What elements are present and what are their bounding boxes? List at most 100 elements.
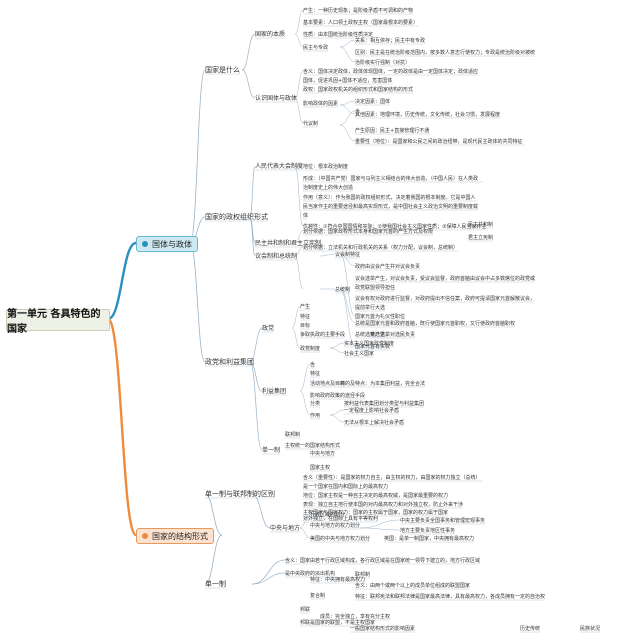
leaf-node-label[interactable]: 政权：国家政权机关的组织形式和国家结构的形式: [303, 86, 413, 93]
root-node[interactable]: 第一单元 各具特色的国家: [6, 309, 110, 335]
leaf-node-label[interactable]: 社会主义国家: [344, 350, 374, 357]
leaf-node-label[interactable]: 目的及特点：为本集团利益，完全合法: [340, 380, 425, 387]
leaf-node-label[interactable]: 无法从根本上解决社会矛盾: [344, 419, 404, 426]
leaf-node-label[interactable]: 国体，促进巩固+国体不适应，危害国体: [303, 77, 392, 84]
leaf-node-label[interactable]: 民主共和制: [468, 221, 493, 228]
leaf-node-label[interactable]: 影响政府政策的途径手段: [310, 392, 365, 399]
leaf-node-label[interactable]: 产生: [300, 303, 310, 310]
leaf-node-label[interactable]: 按利益代表集团划分类型与利益集团: [344, 400, 424, 407]
leaf-node-label[interactable]: 地方主要负责地区性事务: [400, 527, 455, 534]
leaf-node-label[interactable]: 作用: [310, 412, 320, 419]
leaf-node-label[interactable]: 中央与地方的权力划分: [310, 522, 360, 529]
leaf-node-label[interactable]: 形成：（中国共产党）国家与马列主义相结合的伟大创造，（中国人民）在人类政: [303, 175, 478, 182]
leaf-node-label[interactable]: 其他因素：地理环境，历史传统，文化传统，社会习惯，发展程度: [355, 111, 500, 118]
subtopic-node-label[interactable]: 民主共和制和君主立宪制: [255, 239, 321, 247]
leaf-node-label[interactable]: 政府由议会产生并对议会负责: [355, 263, 420, 270]
leaf-node-label[interactable]: 划分依据：国家政权形式本身和国家元首的产生方式及权限: [303, 228, 433, 235]
topic-node-label[interactable]: 单一制: [205, 579, 226, 588]
topic-node-label[interactable]: 国家是什么: [205, 65, 240, 74]
leaf-node-label[interactable]: 联邦制: [355, 571, 370, 578]
leaf-node-label[interactable]: 历史传统: [520, 625, 540, 632]
leaf-node-label[interactable]: 中央主要负责全国事务和管理宏观事务: [400, 517, 485, 524]
leaf-node-label[interactable]: 民当家作主的重要途径和最高实现形式，是中国社会主义政治文明的重要制度载: [303, 203, 478, 210]
leaf-node-label[interactable]: 决定因素：国体: [355, 98, 390, 105]
leaf-node-label[interactable]: 一般国家结构形式的影响因素: [350, 625, 415, 632]
leaf-node-label[interactable]: 特征：联邦宪法和联邦法律是国家最高法律，具有最高权力，各成员拥有一定的自治权: [355, 593, 545, 600]
leaf-node-label[interactable]: 英国：是单一制国家，中央拥有最高权力: [384, 535, 474, 542]
leaf-node-label[interactable]: 作用（意义）：作为我国的政权组织形式，决定着我国的根本制度。它是中国人: [303, 194, 476, 201]
leaf-node-label[interactable]: 政党制度: [300, 345, 320, 352]
subtopic-node-label[interactable]: 认识国体与政体: [255, 94, 297, 102]
leaf-node-label[interactable]: 民族状况: [580, 625, 600, 632]
leaf-node-label[interactable]: 特征：中央拥有最高权力: [310, 576, 365, 583]
leaf-node-label[interactable]: 优越性：①符合中国国情和实际；②使我国社会主义国家性质；③保障人民当家作主: [303, 223, 486, 230]
leaf-node-label[interactable]: 国家元首有实权: [355, 343, 390, 350]
leaf-node-label[interactable]: 特征: [300, 313, 310, 320]
leaf-node-label[interactable]: 议会制特征: [335, 251, 360, 258]
leaf-node-label[interactable]: 特征: [310, 370, 320, 377]
leaf-node-label[interactable]: 民主与专政: [303, 44, 328, 51]
leaf-node-label[interactable]: 产生：一种历史现象；是阶级矛盾不可调和的产物: [303, 7, 413, 14]
leaf-node-label[interactable]: 关系：相互依存；民主中有专政: [355, 37, 425, 44]
leaf-node-label[interactable]: 产生原因：民主+直接管理行不通: [355, 127, 429, 134]
leaf-node-label[interactable]: 议会选举产生，对议会负责，受议会监督，政府首脑由议会中占多数席位的政党或: [355, 275, 535, 282]
leaf-node-label[interactable]: 代议制: [303, 120, 318, 127]
leaf-node-label[interactable]: 竞选选举: [370, 331, 390, 338]
branch-node-structure[interactable]: 国家的结构形式: [136, 528, 214, 544]
leaf-node-label[interactable]: 国家元首为礼仪性职位: [355, 313, 405, 320]
leaf-node-label[interactable]: 资本主义国家政党制度: [344, 340, 394, 347]
subtopic-node-label[interactable]: 政党: [262, 324, 274, 332]
leaf-node-label[interactable]: 含义：国体决定政体，政体体现国体，一定的政体是由一定国体决定；政体适应: [303, 68, 478, 75]
leaf-node-label[interactable]: 主权国家与国家权力：国家的主权属于国家，国家的权力属于国家: [303, 509, 448, 516]
subtopic-node-label[interactable]: 单一制: [262, 446, 280, 454]
leaf-node-label[interactable]: 重要性（地位）：是国家和公民之间的政治纽带，是现代民主政体的共同特征: [355, 138, 523, 145]
leaf-node-label[interactable]: 联邦制: [285, 431, 300, 438]
subtopic-node-label[interactable]: 利益集团: [262, 387, 286, 395]
leaf-node-label[interactable]: 区别：民主是在统治阶级范围内，按多数人意志行使权力；专政是统治阶级对被统: [355, 49, 535, 56]
leaf-node-label[interactable]: 邦联是国家的联盟，不是主权国家: [300, 619, 375, 626]
leaf-node-label[interactable]: 是一个国家在国内和国际上的最高权力: [303, 483, 388, 490]
topic-node-label[interactable]: 单一制与联邦制的区别: [205, 489, 275, 498]
leaf-node-label[interactable]: 提前举行大选: [355, 304, 385, 311]
leaf-node-label[interactable]: 复合制: [310, 592, 325, 599]
subtopic-node-label[interactable]: 人民代表大会制度: [255, 162, 303, 170]
leaf-node-label[interactable]: 治制度史上的伟大创造: [303, 184, 353, 191]
leaf-node-label[interactable]: 含义：由两个或两个以上的成员单位组成的联盟国家: [355, 582, 470, 589]
leaf-node-label[interactable]: 总统制: [335, 286, 350, 293]
leaf-node-label[interactable]: 目标: [300, 322, 310, 329]
leaf-node-label[interactable]: 体: [303, 212, 308, 219]
leaf-node-label[interactable]: 地位：国家主权是一种自主决定的最高权威，是国家最重要的权力: [303, 492, 448, 499]
leaf-node-label[interactable]: 君主立宪制: [468, 234, 493, 241]
leaf-node-label[interactable]: 分类: [310, 400, 320, 407]
leaf-node-label[interactable]: 美国的中央与地方权力划分: [310, 535, 370, 542]
subtopic-node-label[interactable]: 中央与地方: [270, 524, 300, 532]
leaf-node-label[interactable]: 活动地点及目的: [310, 380, 345, 387]
leaf-node-label[interactable]: 是中央政府的派出机构: [285, 570, 335, 577]
leaf-node-label[interactable]: 政党联盟领导担任: [355, 284, 395, 291]
branch-node-polity[interactable]: 国体与政体: [136, 236, 198, 252]
leaf-node-label[interactable]: 议会有权对政府进行监督，对政府提出不信任案，政府可提请国家元首解散议会，: [355, 295, 535, 302]
leaf-node-label[interactable]: 地位：根本政治制度: [303, 163, 348, 170]
leaf-node-label[interactable]: 中央与地方: [310, 450, 335, 457]
leaf-node-label[interactable]: 争取执政的主要手段: [300, 331, 345, 338]
leaf-node-label[interactable]: 国家主权: [310, 464, 330, 471]
leaf-node-label[interactable]: 一定程度上影响社会矛盾: [344, 407, 399, 414]
subtopic-node-label[interactable]: 国家的本质: [255, 30, 285, 38]
topic-node-label[interactable]: 国家的政权组织形式: [205, 212, 268, 221]
leaf-node-label[interactable]: 行政区域的划分: [310, 511, 345, 518]
topic-node-label[interactable]: 政党和利益集团: [205, 357, 254, 366]
leaf-node-label[interactable]: 影响政体的因素: [303, 100, 338, 107]
subtopic-node-label[interactable]: 议会制和总统制: [255, 252, 297, 260]
leaf-node-label[interactable]: 表现：独立自主地行使本国的对内最高权力和对外独立权，防止外来干涉: [303, 501, 463, 508]
leaf-node-label[interactable]: 基本要素：人口领土政权主权（国家最根本的要素）: [303, 19, 418, 26]
leaf-node-label[interactable]: 划分依据：立法机关和行政机关的关系（权力分配，议会制，总统制）: [303, 244, 458, 251]
leaf-node-label[interactable]: 性质：由本国统治阶级性质决定: [303, 31, 373, 38]
leaf-node-label[interactable]: 总统选举产生，对选民负责: [355, 331, 415, 338]
leaf-node-label[interactable]: 主权统一的国家结构形式: [285, 442, 340, 449]
leaf-node-label[interactable]: 含: [310, 361, 315, 368]
leaf-node-label[interactable]: 含: [355, 108, 360, 115]
leaf-node-label[interactable]: 邦联: [300, 606, 310, 613]
leaf-node-label[interactable]: 成员：完全独立，享有充分主权: [320, 613, 390, 620]
leaf-node-label[interactable]: 对外独立，在国际上具有平等权利: [303, 515, 378, 522]
leaf-node-label[interactable]: 含义（重要性）：是国家的权力自主，由主权的权力，由国家的权力独立（总统）: [303, 474, 481, 481]
